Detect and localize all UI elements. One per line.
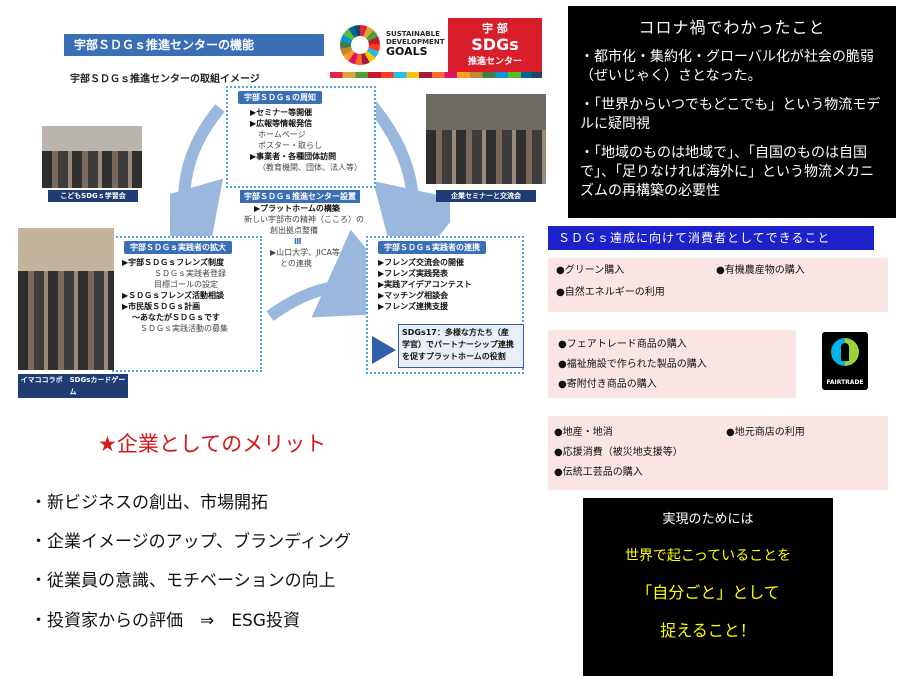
local-production: ●地産・地消 — [554, 427, 613, 438]
realize-line-2: 「自分ごと」として — [636, 583, 780, 602]
fairtrade-logo: FAIRTRADE — [822, 332, 868, 390]
photo-business-seminar — [426, 94, 546, 184]
caption-game: イマココラボ SDGsカードゲーム — [18, 374, 128, 398]
local-shops: ●地元商店の利用 — [726, 427, 805, 438]
consumer-group-2: ●フェアトレード商品の購入 ●福祉施設で作られた製品の購入 ●寄附付き商品の購入 — [548, 330, 796, 398]
sdg-color-strip — [330, 72, 542, 78]
benefits-title: ★企業としてのメリット — [98, 432, 327, 456]
realize-line-1: 世界で起こっていることを — [624, 548, 792, 564]
natural-energy: ●自然エネルギーの利用 — [556, 287, 665, 298]
consumer-actions-bar: ＳＤＧｓ達成に向けて消費者としてできること — [548, 226, 874, 250]
green-purchase: ●グリーン購入 — [556, 265, 625, 276]
arrow-right — [365, 99, 450, 285]
realize-title: 実現のためには — [662, 512, 754, 527]
ube-sdgs-logo: SUSTAINABLE DEVELOPMENT GOALS 宇 部 SDGs 推… — [330, 18, 542, 78]
fairtrade-purchase: ●フェアトレード商品の購入 — [558, 339, 687, 350]
fairtrade-mark-icon — [831, 338, 859, 366]
ube-sdgs-center-badge: 宇 部 SDGs 推進センター — [448, 18, 542, 72]
sdg17-callout: SDGs17：多様な方たち（産 学官）でパートナーシップ連携 を促すプラットホー… — [372, 324, 524, 370]
traditional-crafts: ●伝統工芸品の購入 — [554, 467, 643, 478]
caption-seminar: 企業セミナーと交流会 — [436, 190, 536, 202]
sdg-goals-text: SUSTAINABLE DEVELOPMENT GOALS — [386, 30, 445, 58]
arrow-bottom — [266, 229, 419, 321]
welfare-products: ●福祉施設で作られた製品の購入 — [558, 359, 707, 370]
benefit-4: ・投資家からの評価 ⇒ ESG投資 — [30, 611, 300, 631]
photo-kids-workshop — [42, 126, 142, 188]
benefit-1: ・新ビジネスの創出、市場開拓 — [30, 493, 268, 513]
realization-box: 実現のためには 世界で起こっていることを 「自分ごと」として 捉えること！ — [583, 498, 833, 676]
sdg-wheel-icon — [340, 25, 380, 65]
arrow-left — [170, 104, 225, 285]
consumer-group-3: ●地産・地消 ●地元商店の利用 ●応援消費（被災地支援等） ●伝統工芸品の購入 — [548, 416, 888, 490]
diagram-header: 宇部ＳＤＧｓ推進センターの機能 — [64, 34, 324, 56]
box-expand: 宇部ＳＤＧｓ実践者の拡大 ▶宇部ＳＤＧｓフレンズ制度 ＳＤＧｓ実践者登録 目標ゴ… — [112, 236, 262, 372]
photo-card-game — [18, 228, 114, 370]
cycle-arrows — [170, 99, 450, 321]
support-consumption: ●応援消費（被災地支援等） — [554, 447, 683, 458]
corona-point-2: ・「世界からいつでもどこでも」という物流モデルに疑問視 — [580, 97, 881, 132]
box-awareness: 宇部ＳＤＧｓの周知 ▶セミナー等開催 ▶広報等情報発信 ホームページ ポスター・… — [226, 86, 376, 188]
benefit-2: ・企業イメージのアップ、ブランディング — [30, 532, 351, 552]
diagram-subheader: 宇部ＳＤＧｓ推進センターの取組イメージ — [70, 74, 260, 85]
donation-products: ●寄附付き商品の購入 — [558, 379, 657, 390]
corona-point-3: ・「地域のものは地域で」、「自国のものは自国で」、「足りなければ海外に」という物… — [580, 145, 874, 199]
organic-purchase: ●有機農産物の購入 — [716, 265, 805, 276]
corona-point-1: ・都市化・集約化・グローバル化が社会の脆弱（ぜいじゃく）さとなった。 — [580, 49, 874, 84]
consumer-group-1: ●グリーン購入 ●有機農産物の購入 ●自然エネルギーの利用 — [548, 258, 888, 312]
box-center: 宇部ＳＤＧｓ推進センター設置 ▶プラットホームの構築 新しい宇部市の精神（こころ… — [240, 190, 370, 280]
realize-line-3: 捉えること！ — [660, 621, 756, 640]
benefit-3: ・従業員の意識、モチベーションの向上 — [30, 571, 336, 591]
caption-kids: こどもSDGｓ学習会 — [48, 190, 138, 202]
corona-title: コロナ禍でわかったこと — [638, 18, 826, 37]
corona-lessons-box: コロナ禍でわかったこと ・都市化・集約化・グローバル化が社会の脆弱（ぜいじゃく）… — [568, 6, 896, 218]
callout-arrow-icon — [372, 336, 396, 364]
